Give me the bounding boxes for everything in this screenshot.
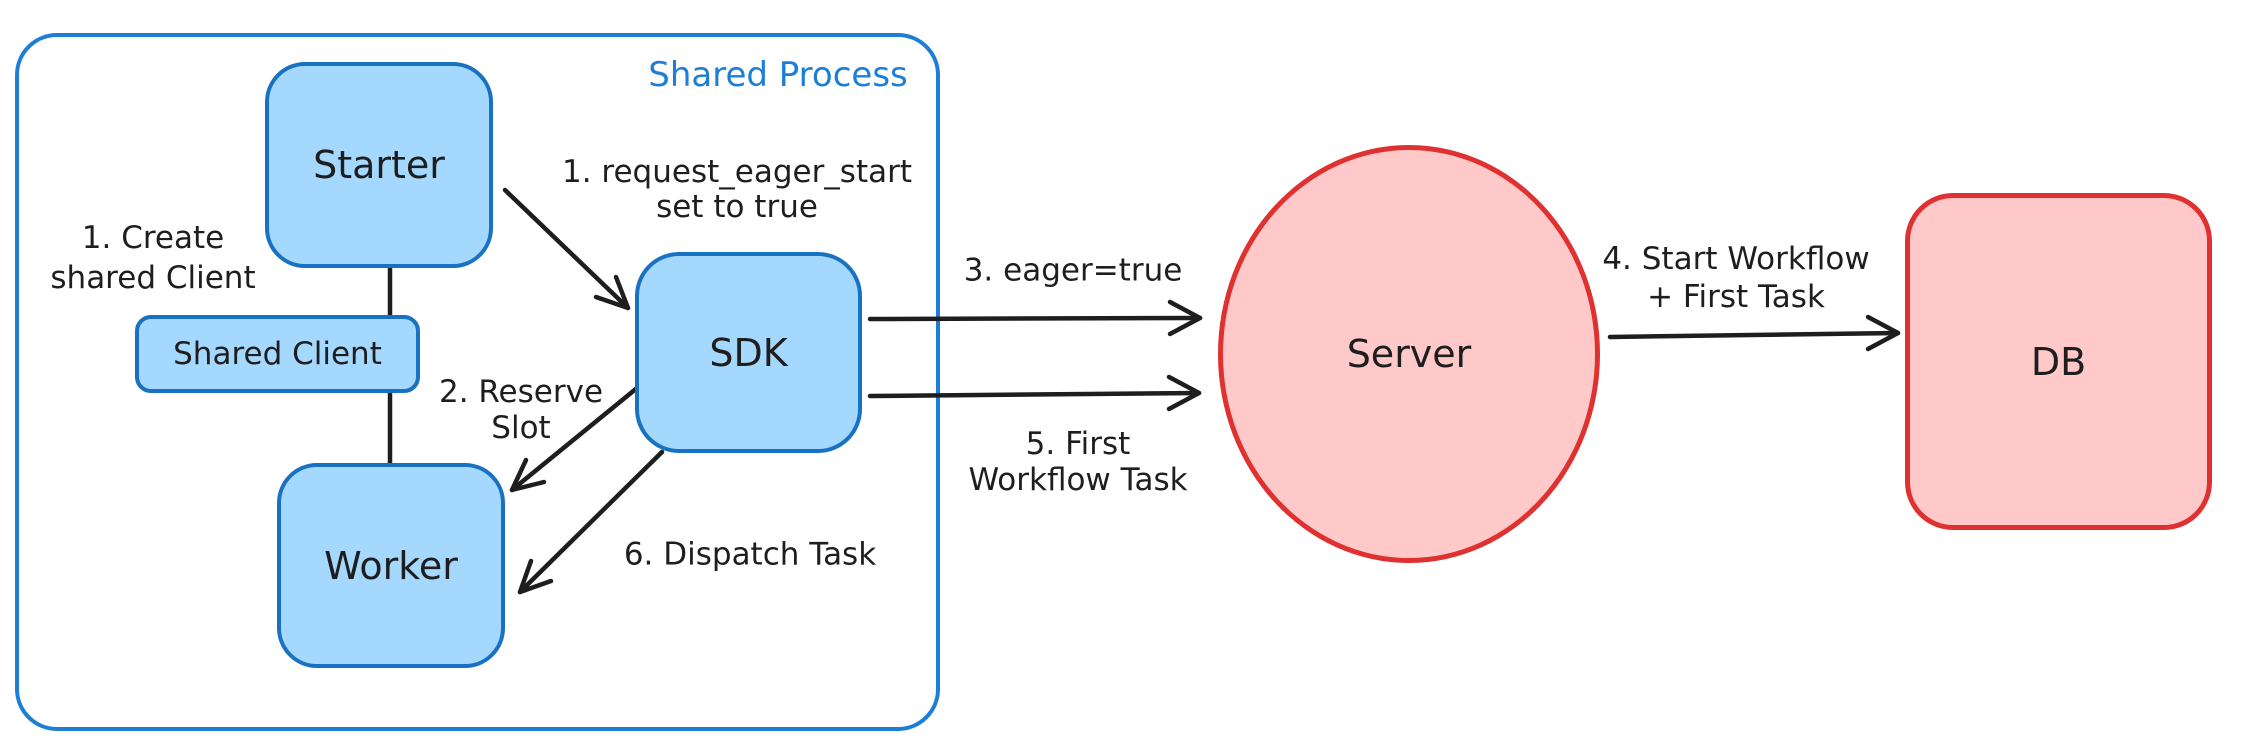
annotation-line: 2. Reserve <box>438 374 604 410</box>
shared-process-frame <box>15 33 940 731</box>
annotation-line: Slot <box>491 410 551 446</box>
annotation-line: + First Task <box>1647 279 1825 315</box>
annotation-line: 6. Dispatch Task <box>623 536 877 573</box>
annotation-line: 1. request_eager_start <box>561 154 913 190</box>
annotation-dispatch-task: 6. Dispatch Task <box>624 537 876 574</box>
annotation-line: 5. First <box>1025 426 1131 462</box>
annotation-line: 3. eager=true <box>963 252 1183 289</box>
worker-node: Worker <box>277 463 505 668</box>
starter-label: Starter <box>313 143 445 187</box>
annotation-line: Workflow Task <box>968 462 1188 498</box>
server-node: Server <box>1218 145 1600 563</box>
annotation-create-shared-client: 1. Create shared Client <box>50 218 255 298</box>
annotation-request-eager-start: 1. request_eager_start set to true <box>562 155 912 225</box>
arrow-starter-to-sdk <box>502 187 631 311</box>
shared-client-label: Shared Client <box>173 336 382 372</box>
starter-node: Starter <box>265 62 493 268</box>
annotation-start-workflow-first-task: 4. Start Workflow + First Task <box>1602 240 1869 316</box>
annotation-line: 4. Start Workflow <box>1602 241 1870 277</box>
annotation-first-workflow-task: 5. First Workflow Task <box>968 426 1187 498</box>
arrow-sdk-to-server-first-workflow-task <box>867 374 1202 412</box>
arrow-sdk-to-server-eager <box>867 299 1203 337</box>
arrow-sdk-to-worker-reserve-slot <box>509 385 640 493</box>
db-label: DB <box>2030 339 2087 384</box>
annotation-line: 1. Create <box>81 220 225 256</box>
arrow-sdk-to-worker-dispatch-task <box>517 449 665 595</box>
annotation-reserve-slot: 2. Reserve Slot <box>439 374 603 446</box>
sdk-node: SDK <box>635 252 862 453</box>
shared-process-label: Shared Process <box>648 55 908 95</box>
annotation-eager-true: 3. eager=true <box>964 253 1183 290</box>
sdk-label: SDK <box>709 330 788 375</box>
db-node: DB <box>1905 193 2212 530</box>
worker-label: Worker <box>324 543 458 588</box>
arrow-server-to-db <box>1607 314 1901 352</box>
server-label: Server <box>1346 332 1472 376</box>
annotation-line: shared Client <box>50 260 256 296</box>
annotation-line: set to true <box>656 189 818 225</box>
shared-client-node: Shared Client <box>135 315 420 393</box>
